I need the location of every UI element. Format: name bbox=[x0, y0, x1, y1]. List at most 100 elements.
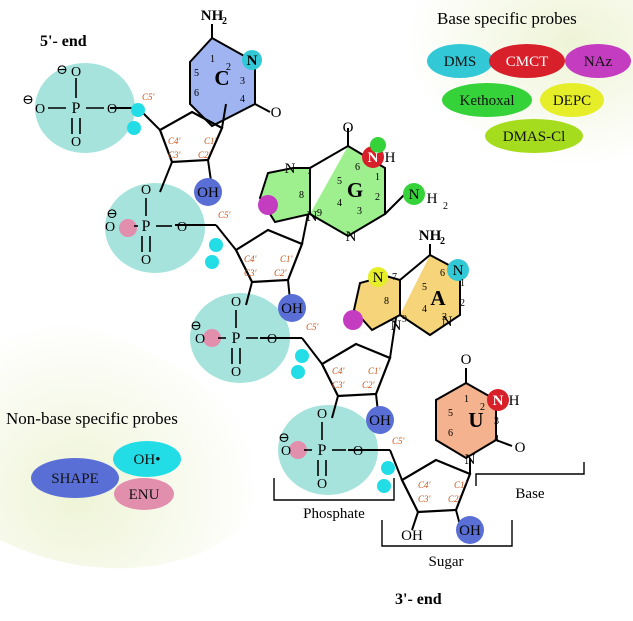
naz-dot-guanine bbox=[258, 195, 278, 215]
carbon-c3-1: C3' bbox=[168, 150, 182, 160]
carbon-c2-4: C2' bbox=[448, 494, 462, 504]
charge-minus-1: ⊖ bbox=[22, 93, 34, 108]
sugar-oh-label-5: OH bbox=[401, 528, 423, 544]
probe-oh-radical-badge bbox=[113, 441, 181, 477]
ring-number-guanine-8: 8 bbox=[299, 190, 304, 201]
sugar-oh-label-2: OH bbox=[281, 301, 303, 317]
cmct-dot-uracil bbox=[487, 389, 509, 411]
probe-shape-badge bbox=[31, 458, 119, 498]
oh-dot-4b bbox=[377, 479, 391, 493]
oh-dot-1b bbox=[127, 121, 141, 135]
phosphate-o-bottom-3: O bbox=[231, 365, 241, 380]
region-brackets bbox=[273, 462, 585, 547]
ring-number-uracil-4: 1 bbox=[464, 394, 469, 405]
ring-number-guanine-3: 3 bbox=[357, 206, 362, 217]
ring-number-uracil-1: 3 bbox=[494, 416, 499, 427]
phosphate-o-right-4: O bbox=[353, 444, 363, 459]
uracil-o4-label: O bbox=[461, 352, 472, 368]
phosphate-o-right-2: O bbox=[177, 220, 187, 235]
probe-dms-label: DMS bbox=[444, 54, 477, 70]
ring-number-uracil-3: 2 bbox=[480, 402, 485, 413]
adenine-n9-label: N bbox=[391, 318, 402, 334]
three-prime-end-label: 3'- end bbox=[395, 591, 442, 608]
phosphate-o-top-4: O bbox=[317, 407, 327, 422]
probe-dms-badge bbox=[427, 44, 493, 78]
carbon-c5-2: C5' bbox=[218, 210, 232, 220]
carbon-c4-4: C4' bbox=[418, 480, 432, 490]
probe-depc-badge bbox=[540, 83, 604, 117]
ring-number-cytosine-5: 5 bbox=[194, 68, 199, 79]
carbon-c5-3: C5' bbox=[306, 322, 320, 332]
probe-dmascl-badge bbox=[485, 119, 583, 153]
ring-number-cytosine-4: 1 bbox=[210, 54, 215, 65]
guanine-n1-label: N bbox=[368, 150, 379, 166]
phosphate-o-top-2: O bbox=[141, 183, 151, 198]
ring-number-adenine-3: 3 bbox=[442, 312, 447, 323]
sugar-oh-label-4: OH bbox=[459, 523, 481, 539]
kethoxal-dot-guanine-nh2 bbox=[403, 183, 425, 205]
guanine-nh2-n-label: N bbox=[409, 187, 420, 203]
uracil-n3-label: N bbox=[493, 393, 504, 409]
adenine-n1-label: N bbox=[453, 263, 464, 279]
cytosine-nh2-subscript: 2 bbox=[222, 16, 227, 27]
kethoxal-dot-guanine-top bbox=[370, 137, 386, 153]
oh-dot-3b bbox=[291, 365, 305, 379]
phosphate-halo-4 bbox=[278, 405, 378, 495]
guanine-nh2-h-label: H bbox=[427, 191, 438, 207]
naz-dot-adenine bbox=[343, 310, 363, 330]
carbon-c5-1: C5' bbox=[142, 92, 156, 102]
ring-number-adenine-1: 1 bbox=[460, 278, 465, 289]
adenine-nh2-subscript: 2 bbox=[440, 236, 445, 247]
oh-dot-3a bbox=[295, 349, 309, 363]
sugar-ring-4 bbox=[400, 458, 472, 514]
probe-naz-label: NAz bbox=[584, 54, 613, 70]
cytosine-o-label: O bbox=[271, 105, 282, 121]
adenine-ring-fill bbox=[354, 255, 460, 335]
base-letter-g: G bbox=[347, 178, 363, 202]
phosphorus-label-2: P bbox=[142, 218, 151, 235]
adenine-n3-label: N bbox=[442, 314, 453, 330]
phosphate-o-right-3: O bbox=[267, 332, 277, 347]
probe-enu-badge bbox=[114, 478, 174, 510]
carbon-c2-2: C2' bbox=[274, 268, 288, 278]
dms-dot-cytosine bbox=[242, 50, 262, 70]
shape-dot-1 bbox=[194, 178, 222, 206]
ring-number-cytosine-6: 6 bbox=[194, 88, 199, 99]
ring-number-guanine-1: 1 bbox=[375, 172, 380, 183]
probe-kethoxal-badge bbox=[442, 83, 532, 117]
probe-enu-label: ENU bbox=[129, 487, 160, 503]
cytosine-nh2-label: NH bbox=[201, 8, 224, 24]
carbon-c4-2: C4' bbox=[244, 254, 258, 264]
oh-dot-2a bbox=[209, 238, 223, 252]
guanine-n3-label: N bbox=[346, 229, 357, 245]
adenine-n7-label: N bbox=[373, 270, 384, 286]
base-label: Base bbox=[515, 486, 545, 502]
phosphate-o-left-1: O bbox=[35, 102, 45, 117]
sugar-oh-label-1: OH bbox=[197, 185, 219, 201]
five-prime-end-label: 5'- end bbox=[40, 33, 87, 50]
dms-dot-adenine bbox=[447, 259, 469, 281]
guanine-n9-label: N bbox=[307, 209, 318, 225]
probe-naz-badge bbox=[565, 44, 631, 78]
guanine-h-label: H bbox=[385, 150, 396, 166]
ring-number-cytosine-3: 2 bbox=[226, 62, 231, 73]
ring-number-adenine-8: 8 bbox=[384, 296, 389, 307]
phosphate-o-bottom-1: O bbox=[71, 135, 81, 150]
phosphate-bracket bbox=[273, 478, 395, 501]
ring-number-guanine-7: 7 bbox=[307, 166, 312, 177]
phosphate-o-right-1: O bbox=[107, 102, 117, 117]
phosphorus-label-3: P bbox=[232, 330, 241, 347]
carbon-c3-4: C3' bbox=[418, 494, 432, 504]
charge-minus-top: ⊖ bbox=[56, 63, 68, 78]
phosphate-o-left-4: O bbox=[281, 444, 291, 459]
base-ring-fills bbox=[190, 38, 496, 458]
probe-shape-label: SHAPE bbox=[51, 471, 99, 487]
adenine-nh2-label: NH bbox=[419, 228, 442, 244]
carbon-c3-2: C3' bbox=[244, 268, 258, 278]
enu-dot-1 bbox=[119, 219, 137, 237]
carbon-c2-1: C2' bbox=[198, 150, 212, 160]
base-probes-title: Base specific probes bbox=[437, 9, 577, 28]
carbon-c1-1: C1' bbox=[204, 136, 218, 146]
sugar-rings bbox=[158, 110, 472, 514]
